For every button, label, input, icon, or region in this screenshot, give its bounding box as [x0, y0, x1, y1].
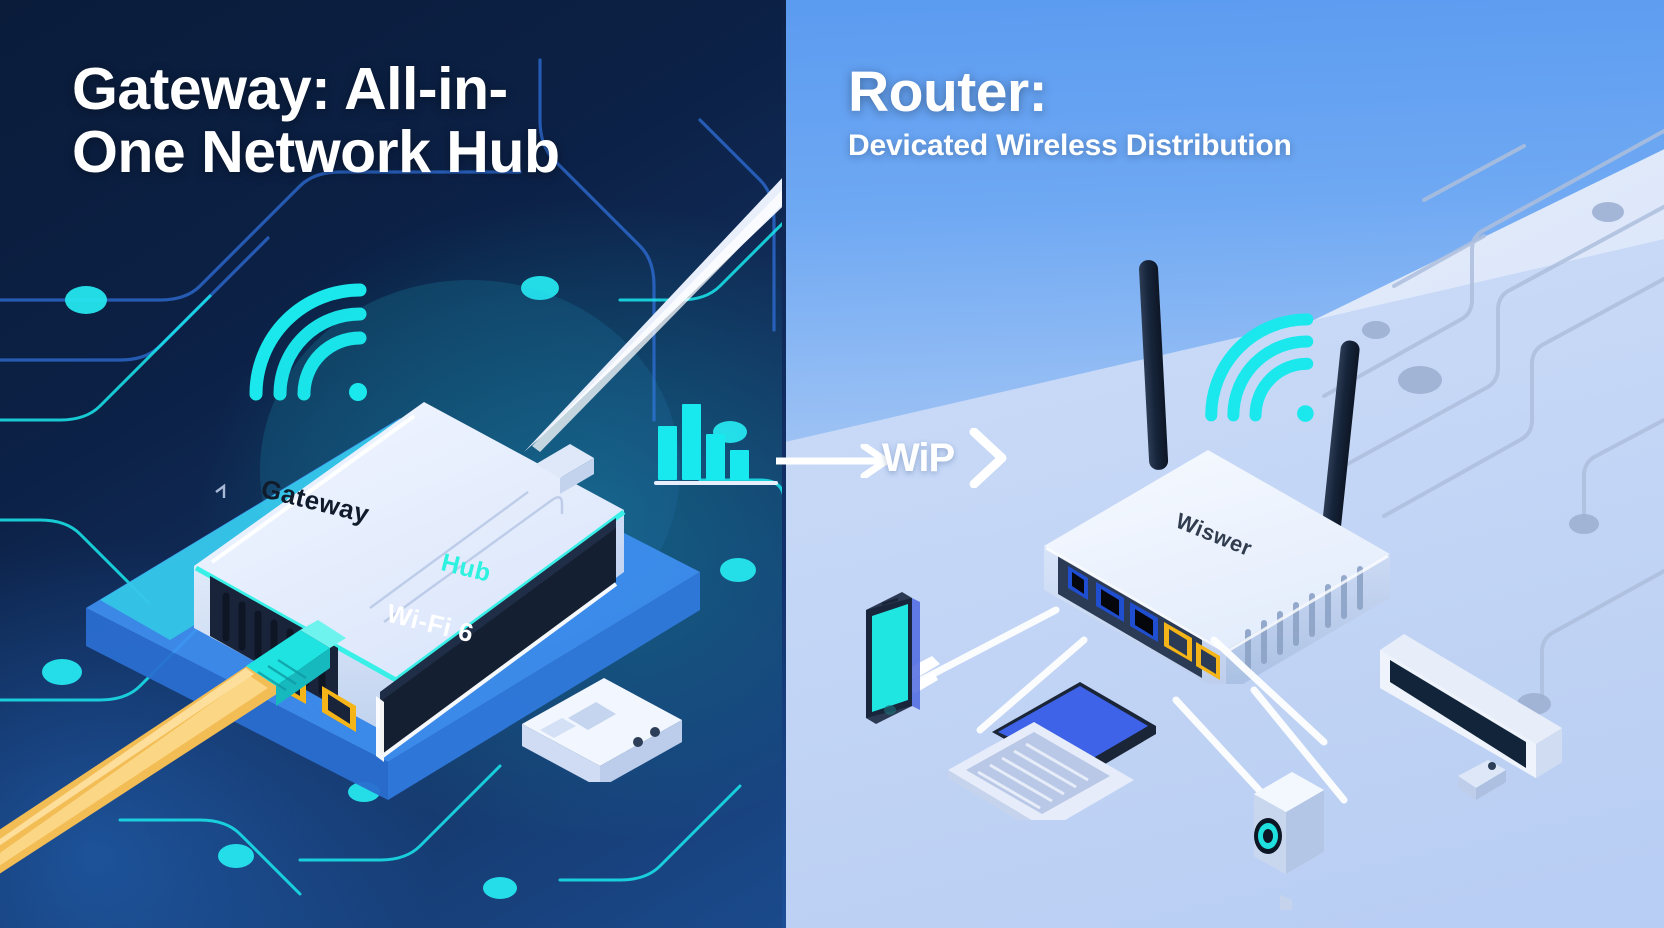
- router-title-line1: Router:: [848, 60, 1048, 124]
- router-ports: [1058, 556, 1220, 680]
- circuit-traces-right: [1322, 128, 1664, 715]
- connection-lines: [902, 606, 1348, 832]
- router-device[interactable]: Wiswer: [1020, 254, 1440, 684]
- small-network-accessory[interactable]: [512, 662, 702, 782]
- throughput-badge: WiP: [648, 398, 1007, 508]
- cable-connector: [246, 620, 346, 706]
- uplink-cable-left: [524, 176, 784, 452]
- security-camera[interactable]: [1234, 760, 1364, 910]
- wifi-signal-icon-left: [249, 283, 367, 401]
- router-port-wan: [1068, 566, 1088, 600]
- signal-bar-4: [730, 450, 749, 480]
- router-title-block: Router: Devicated Wireless Distribution: [848, 62, 1508, 163]
- smartphone[interactable]: [852, 586, 982, 736]
- router-port-lan2: [1130, 602, 1158, 642]
- router-antenna-right: [1319, 340, 1360, 560]
- gateway-device[interactable]: Gateway Hub Wi-Fi 6: [84, 386, 724, 806]
- cable-jacket: [0, 664, 286, 874]
- router-port-lan1: [1096, 582, 1124, 622]
- ethernet-cable-left: [0, 620, 346, 874]
- gateway-uplink-connector: [536, 444, 594, 494]
- signal-bar-2: [682, 404, 701, 480]
- gateway-display-strip: [380, 518, 616, 756]
- router-port-lan4: [1196, 642, 1220, 680]
- router-antenna-left: [1139, 260, 1169, 470]
- badge-label: WiP: [882, 436, 955, 480]
- desktop-monitor[interactable]: [1366, 608, 1616, 838]
- gateway-title-line2: One Network Hub: [72, 119, 560, 186]
- wifi-signal-icon-right: [1205, 313, 1314, 422]
- arrow-right-icon: [776, 444, 890, 478]
- gateway-panel: Gateway: All-in- One Network Hub: [0, 0, 784, 928]
- router-title-line2: Devicated Wireless Distribution: [848, 128, 1292, 162]
- gateway-title-line1: Gateway: All-in-: [72, 56, 508, 122]
- router-panel: Router: Devicated Wireless Distribution: [784, 0, 1664, 928]
- signal-bar-3: [706, 434, 725, 480]
- laptop[interactable]: [930, 640, 1170, 820]
- router-device-body: [1044, 260, 1390, 684]
- chart-baseline: [654, 481, 778, 485]
- signal-bar-chart: [652, 404, 778, 494]
- router-port-lan3: [1164, 622, 1192, 662]
- signal-bar-1: [658, 426, 677, 480]
- chevron-right-icon: [969, 428, 1007, 488]
- gateway-device-body: [194, 402, 626, 762]
- gateway-title-block: Gateway: All-in- One Network Hub: [72, 56, 712, 186]
